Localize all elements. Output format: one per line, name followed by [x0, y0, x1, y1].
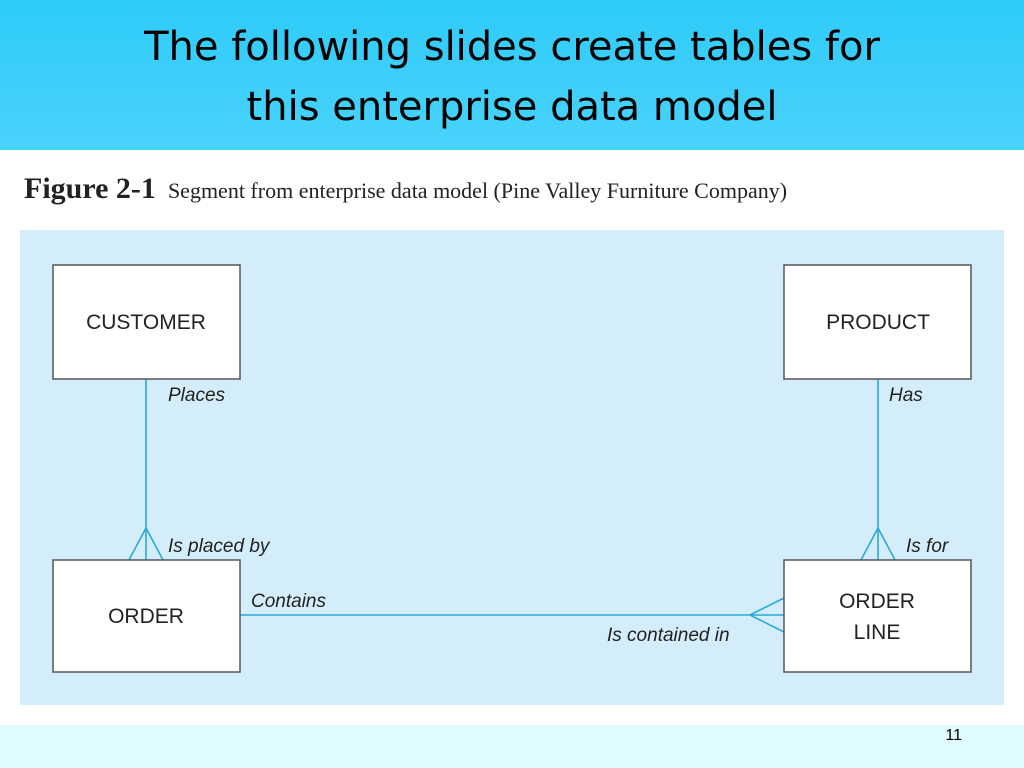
figure-caption: Figure 2-1 Segment from enterprise data m… — [24, 172, 787, 206]
slide-title-line-1: The following slides create tables for — [144, 24, 880, 70]
entity-product-label: PRODUCT — [826, 311, 930, 334]
label-is-for: Is for — [906, 536, 949, 557]
label-has: Has — [889, 385, 923, 406]
title-band — [0, 0, 1024, 150]
entity-product: PRODUCT — [783, 264, 972, 380]
slide-title-line-2: this enterprise data model — [246, 84, 778, 130]
label-places: Places — [168, 385, 226, 406]
relationship-customer-order — [128, 379, 164, 561]
figure-caption-text: Segment from enterprise data model (Pine… — [167, 178, 788, 203]
entity-order-line-label-2: LINE — [854, 621, 901, 644]
label-is-placed-by: Is placed by — [168, 536, 271, 557]
label-is-contained-in: Is contained in — [607, 625, 730, 646]
entity-customer-label: CUSTOMER — [86, 311, 206, 334]
entity-order-line: ORDER LINE — [783, 559, 972, 673]
label-contains: Contains — [251, 591, 326, 612]
entity-customer: CUSTOMER — [52, 264, 241, 380]
entity-order-label: ORDER — [108, 605, 184, 628]
relationship-product-orderline — [860, 379, 896, 561]
figure-number: Figure 2-1 — [24, 172, 156, 205]
page-number: 11 — [945, 727, 962, 744]
relationship-order-orderline — [240, 597, 785, 633]
entity-order-line-label-1: ORDER — [839, 590, 915, 613]
entity-order: ORDER — [52, 559, 241, 673]
